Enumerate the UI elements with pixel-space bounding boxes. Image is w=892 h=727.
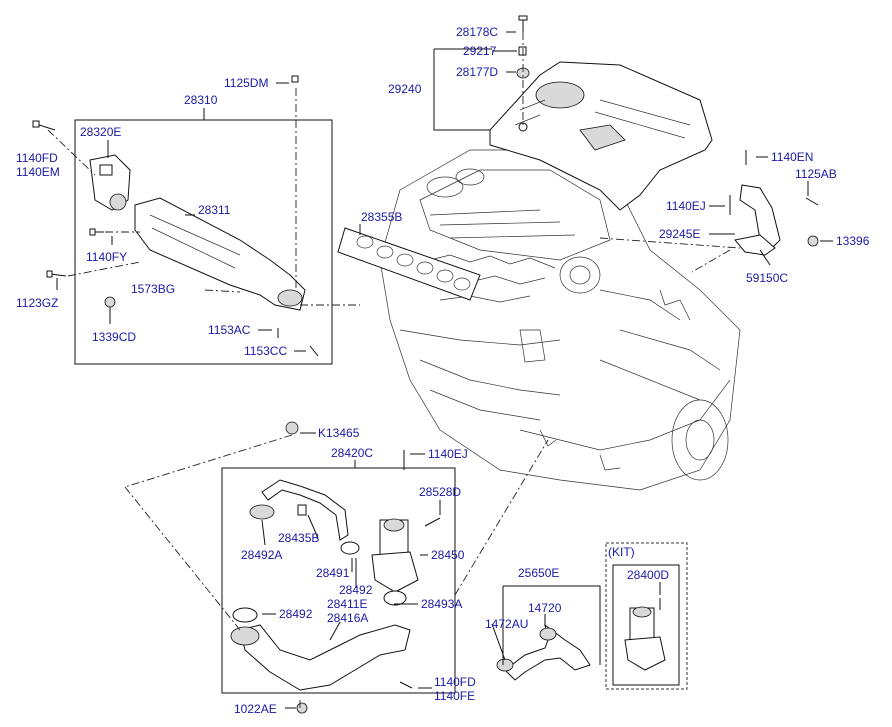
label-29217: 29217 <box>463 44 497 58</box>
label-1140EJ-center: 1140EJ <box>428 447 468 461</box>
label-1140FY: 1140FY <box>86 250 127 264</box>
label-1140EJ-right: 1140EJ <box>666 199 706 213</box>
label-1140EN: 1140EN <box>771 150 813 164</box>
label-29245E: 29245E <box>659 227 700 241</box>
box-28420C <box>221 467 456 694</box>
alignment-lines <box>47 32 741 708</box>
label-28177D: 28177D <box>456 65 498 79</box>
intake-manifold-28311 <box>134 197 306 311</box>
label-28450: 28450 <box>431 548 465 562</box>
label-28435B: 28435B <box>278 531 319 545</box>
label-28492-mid: 28492 <box>339 583 373 597</box>
label-1125AB: 1125AB <box>795 167 837 181</box>
label-K13465: K13465 <box>318 426 360 440</box>
egr-pipe-lower <box>230 590 413 714</box>
callout-labels: 28178C 29217 28177D 29240 1125DM 28310 2… <box>16 25 870 716</box>
label-14720: 14720 <box>528 601 562 615</box>
label-29240: 29240 <box>388 82 422 96</box>
label-28491: 28491 <box>316 566 350 580</box>
egr-pipe-upper <box>249 421 360 555</box>
engine-assembly <box>379 149 741 491</box>
label-1140FD-top: 1140FD <box>16 151 58 165</box>
label-28310: 28310 <box>184 93 218 107</box>
gasket-28355B <box>337 227 481 301</box>
label-1573BG: 1573BG <box>131 282 175 296</box>
label-28416A: 28416A <box>327 611 368 625</box>
engine-cover <box>489 61 713 211</box>
label-1125DM: 1125DM <box>224 76 268 90</box>
label-13396: 13396 <box>836 234 870 248</box>
label-28400D: 28400D <box>627 568 669 582</box>
label-1123GZ: 1123GZ <box>16 296 58 310</box>
label-28311: 28311 <box>198 203 231 217</box>
label-1140FD-bottom: 1140FD <box>434 675 476 689</box>
throttle-body-28320E <box>89 154 131 211</box>
leader-lines <box>56 31 833 709</box>
kit-inner-box <box>612 564 680 686</box>
label-28493A: 28493A <box>421 597 462 611</box>
label-28178C: 28178C <box>456 25 498 39</box>
label-28320E: 28320E <box>80 125 121 139</box>
label-1153CC: 1153CC <box>244 344 287 358</box>
kit-egr-valve <box>624 598 666 671</box>
label-1140EM: 1140EM <box>16 165 60 179</box>
label-1472AU: 1472AU <box>485 617 528 631</box>
label-1022AE: 1022AE <box>234 702 277 716</box>
hose-25650E <box>496 623 591 681</box>
label-28492-left: 28492 <box>279 607 313 621</box>
small-fasteners-left <box>32 75 319 357</box>
label-28411E: 28411E <box>327 597 367 611</box>
label-1153AC: 1153AC <box>208 323 251 337</box>
label-28492A: 28492A <box>241 548 282 562</box>
label-59150C: 59150C <box>746 271 788 285</box>
egr-valve-28450 <box>371 450 441 593</box>
bracket-59150C <box>729 150 819 256</box>
label-1339CD: 1339CD <box>92 330 136 344</box>
label-kit: (KIT) <box>608 545 635 559</box>
label-25650E: 25650E <box>518 566 559 580</box>
label-28528D: 28528D <box>419 485 461 499</box>
kit-outer-box <box>605 542 688 690</box>
label-28420C: 28420C <box>331 446 373 460</box>
cover-bolts <box>516 15 530 79</box>
label-1140FE: 1140FE <box>434 689 475 703</box>
label-28355B: 28355B <box>361 210 402 224</box>
